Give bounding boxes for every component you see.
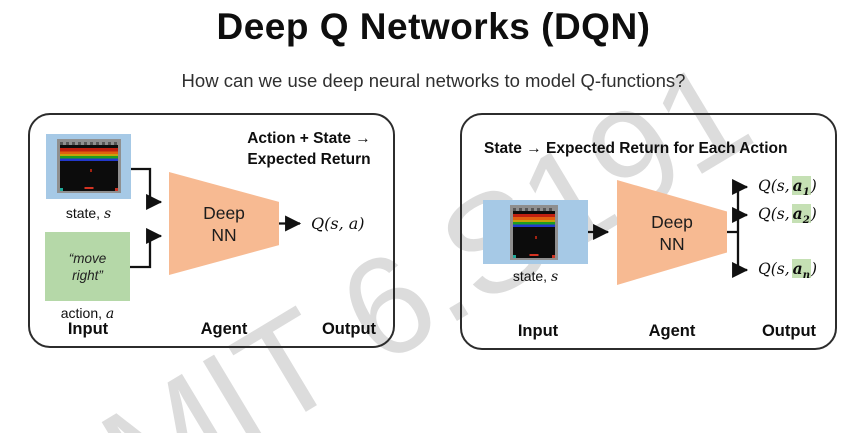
atari-ball <box>534 236 537 239</box>
dqn-multi-q-panel: State → Expected Return for Each Action … <box>460 113 837 350</box>
nn-output-branch-line <box>727 187 740 270</box>
state-image-box <box>46 134 131 199</box>
action-to-nn-arrow <box>130 227 163 269</box>
action-subscript: 2 <box>802 215 810 227</box>
deep-nn-label-line2: NN <box>211 224 237 245</box>
action-variable: a <box>792 176 803 195</box>
q-suffix: ) <box>811 260 818 278</box>
atari-ball <box>90 169 93 173</box>
page-subtitle: How can we use deep neural networks to m… <box>181 70 686 91</box>
atari-score-strip <box>513 208 555 211</box>
action-label-text: action, <box>60 305 106 321</box>
state-label-text: state, <box>65 205 104 221</box>
q-prefix: Q(s, <box>758 205 790 223</box>
page-title: Deep Q Networks (DQN) <box>216 6 651 47</box>
action-subscript: 1 <box>802 187 810 199</box>
state-to-nn-arrow <box>131 167 163 211</box>
state-label: state, s <box>483 268 588 285</box>
deep-nn-label-line1: Deep <box>203 202 245 223</box>
atari-breakout-state-image <box>510 205 558 260</box>
q-value-output-an: Q(s,an) <box>758 259 817 281</box>
action-highlight: an <box>791 259 812 282</box>
action-quote-line1: “move <box>68 250 107 266</box>
action-quote: “move right” <box>69 250 107 284</box>
q-suffix: ) <box>810 177 817 195</box>
footer-output-label: Output <box>761 322 817 340</box>
atari-corner-left <box>60 188 63 191</box>
q-prefix: Q(s, <box>758 177 790 195</box>
q-suffix: ) <box>810 205 817 223</box>
action-highlight: a1 <box>791 176 811 199</box>
left-panel-header-line1: Action + State → <box>247 130 371 147</box>
state-label-text: state, <box>512 268 551 284</box>
q-value-output: Q(s, a) <box>311 214 365 233</box>
left-panel-header: Action + State → Expected Return <box>233 128 385 170</box>
atari-corner-left <box>513 255 516 258</box>
action-quote-line2: right” <box>72 267 103 283</box>
deep-nn-label-line2: NN <box>659 233 685 254</box>
footer-input-label: Input <box>67 320 109 338</box>
state-variable: s <box>550 269 559 285</box>
q-prefix: Q(s, <box>758 260 790 278</box>
action-subscript: n <box>802 270 811 282</box>
state-label: state, s <box>46 205 131 222</box>
action-text-box: “move right” <box>45 232 130 301</box>
atari-corner-right <box>552 255 555 258</box>
dqn-single-q-panel: Action + State → Expected Return state, … <box>28 113 395 348</box>
atari-paddle <box>84 187 94 189</box>
atari-breakout-state-image <box>57 139 121 193</box>
action-highlight: a2 <box>791 204 811 227</box>
q-value-output-a1: Q(s,a1) <box>758 176 817 198</box>
atari-paddle <box>529 254 539 256</box>
action-variable: a <box>792 204 803 223</box>
deep-nn-trapezoid: Deep NN <box>617 180 727 285</box>
state-variable: s <box>103 206 112 222</box>
footer-output-label: Output <box>321 320 377 338</box>
action-label: action, a <box>40 305 135 322</box>
deep-nn-label-line1: Deep <box>651 211 693 232</box>
footer-agent-label: Agent <box>200 320 248 338</box>
left-panel-header-line2: Expected Return <box>247 151 371 168</box>
q-value-output-a2: Q(s,a2) <box>758 204 817 226</box>
atari-brick-rows <box>513 214 555 227</box>
footer-input-label: Input <box>517 322 559 340</box>
atari-score-strip <box>60 142 118 145</box>
atari-brick-rows <box>60 148 118 161</box>
footer-agent-label: Agent <box>648 322 696 340</box>
action-variable: a <box>792 259 803 278</box>
action-variable: a <box>105 306 115 322</box>
state-image-box <box>483 200 588 264</box>
right-panel-header: State → Expected Return for Each Action <box>484 140 788 157</box>
deep-nn-trapezoid: Deep NN <box>169 172 279 275</box>
atari-corner-right <box>115 188 118 191</box>
